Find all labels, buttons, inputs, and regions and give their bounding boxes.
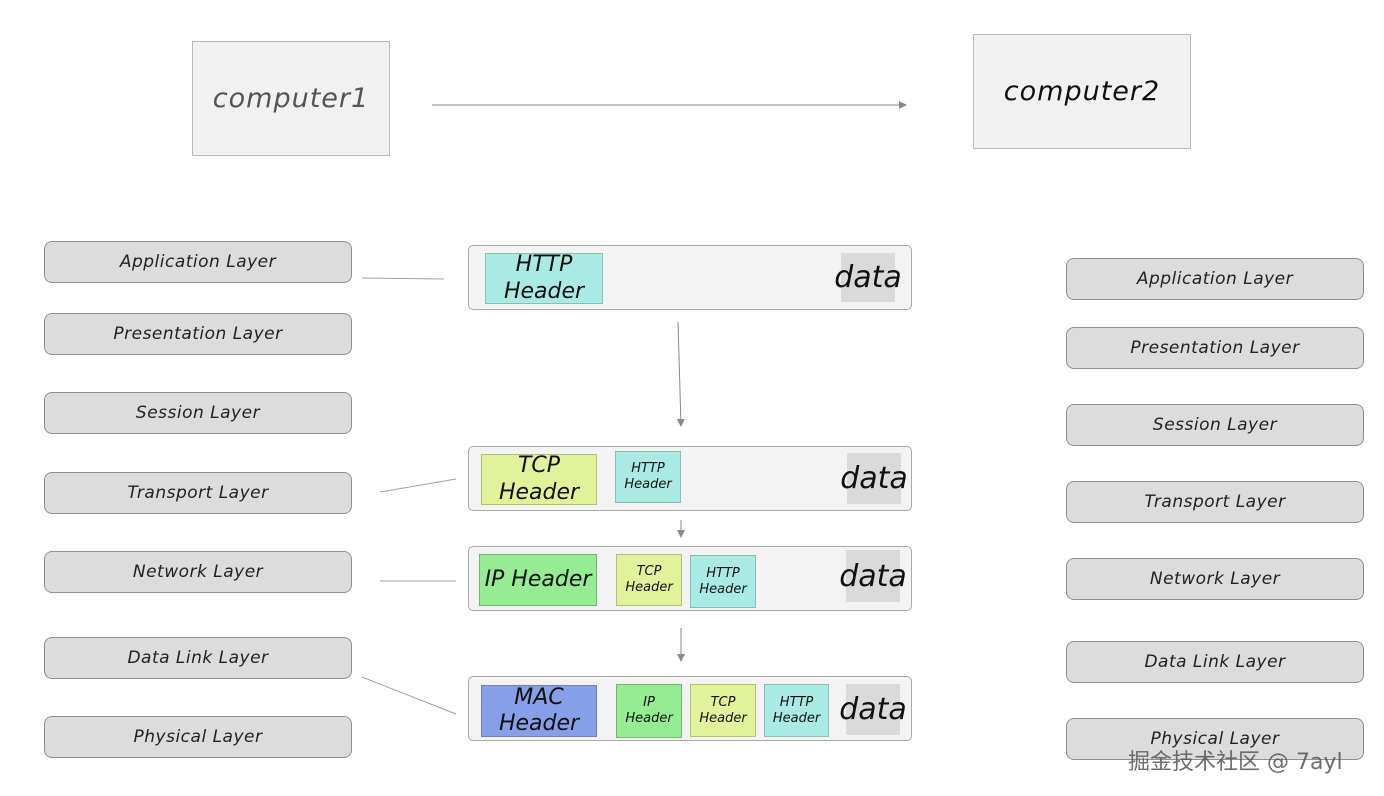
http-header-block: HTTP Header	[485, 252, 603, 304]
transport-connector	[379, 478, 457, 493]
http-header-block: HTTP Header	[615, 451, 681, 503]
left-physical-layer: Physical Layer	[44, 716, 352, 758]
http-label-line2: Header	[772, 710, 821, 726]
http-label-line1: HTTP	[706, 565, 740, 581]
left-presentation-layer: Presentation Layer	[44, 313, 352, 355]
data-block: data	[840, 453, 908, 504]
ip-label-line2: Header	[625, 711, 673, 726]
application-packet: HTTP Header data	[468, 245, 912, 310]
right-datalink-layer: Data Link Layer	[1066, 641, 1364, 683]
arrow-app-transport	[676, 321, 685, 427]
left-network-layer: Network Layer	[44, 551, 352, 593]
ip-header-block: IP Header	[616, 684, 682, 738]
network-packet: IP Header TCP Header HTTP Header data	[468, 546, 912, 611]
computer1-box: computer1	[192, 41, 390, 156]
http-label-line2: Header	[699, 581, 747, 597]
right-physical-layer: Physical Layer	[1066, 718, 1364, 760]
http-label-line2: Header	[624, 477, 672, 492]
transport-packet: TCP Header HTTP Header data	[468, 446, 912, 511]
datalink-connector	[361, 676, 457, 715]
right-network-layer: Network Layer	[1066, 558, 1364, 600]
mac-header-block: MAC Header	[481, 685, 597, 737]
data-block: data	[839, 550, 907, 602]
right-application-layer: Application Layer	[1066, 258, 1364, 300]
left-application-layer: Application Layer	[44, 241, 352, 283]
http-header-block: HTTP Header	[764, 684, 829, 737]
tcp-header-block: TCP Header	[616, 554, 682, 606]
datalink-packet: MAC Header IP Header TCP Header HTTP Hea…	[468, 676, 912, 741]
watermark: 掘金技术社区 @ 7ayl	[1128, 750, 1343, 775]
right-transport-layer: Transport Layer	[1066, 481, 1364, 523]
data-block: data	[839, 684, 907, 735]
right-session-layer: Session Layer	[1066, 404, 1364, 446]
right-presentation-layer: Presentation Layer	[1066, 327, 1364, 369]
http-header-block: HTTP Header	[690, 555, 756, 608]
tcp-label-line2: Header	[699, 710, 747, 726]
tcp-label-line2: Header	[625, 580, 673, 595]
http-label-line1: HTTP	[779, 694, 814, 710]
app-connector	[361, 277, 445, 280]
left-session-layer: Session Layer	[44, 392, 352, 434]
tcp-header-block: TCP Header	[690, 684, 756, 737]
tcp-label-line1: TCP	[710, 694, 736, 710]
left-transport-layer: Transport Layer	[44, 472, 352, 514]
http-label-line1: HTTP	[631, 461, 665, 477]
tcp-label-line1: TCP	[636, 564, 662, 580]
computer2-box: computer2	[973, 34, 1191, 149]
ip-label-line1: IP	[643, 695, 655, 711]
left-datalink-layer: Data Link Layer	[44, 637, 352, 679]
tcp-header-block: TCP Header	[481, 453, 597, 505]
ip-header-block: IP Header	[479, 554, 597, 606]
data-block: data	[834, 253, 902, 302]
